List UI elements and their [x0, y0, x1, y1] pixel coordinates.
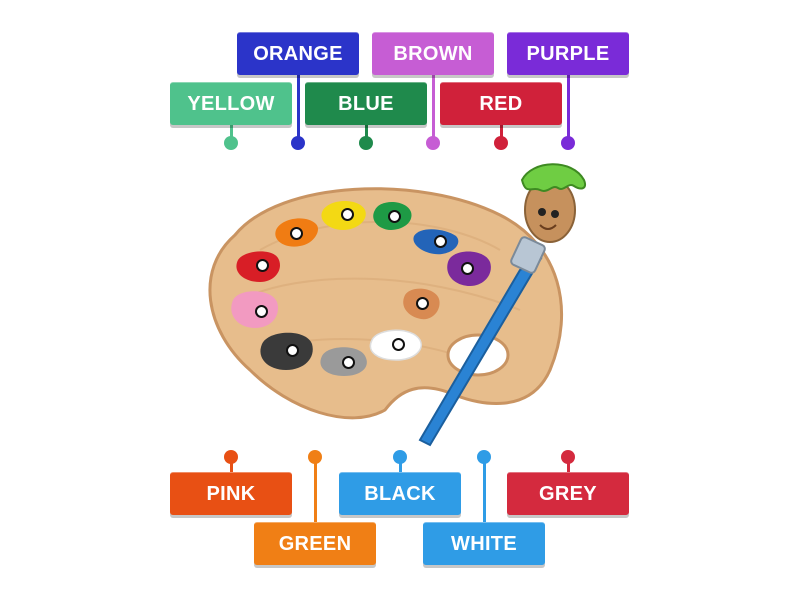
label-pin[interactable] — [477, 450, 491, 464]
label-stem — [230, 457, 233, 472]
label-pin[interactable] — [561, 450, 575, 464]
label-orange[interactable]: ORANGE — [237, 32, 359, 75]
label-pin[interactable] — [426, 136, 440, 150]
label-pin[interactable] — [393, 450, 407, 464]
label-blue[interactable]: BLUE — [305, 82, 427, 125]
label-stem — [297, 75, 300, 143]
label-pink[interactable]: PINK — [170, 472, 292, 515]
drop-target-dot[interactable] — [290, 227, 303, 240]
label-green[interactable]: GREEN — [254, 522, 376, 565]
drop-target-dot[interactable] — [286, 344, 299, 357]
label-stem — [432, 75, 435, 143]
label-purple[interactable]: PURPLE — [507, 32, 629, 75]
label-stem — [314, 457, 317, 522]
paint-blob-pink — [231, 291, 279, 328]
drop-target-dot[interactable] — [416, 297, 429, 310]
label-stem — [567, 75, 570, 143]
label-pin[interactable] — [494, 136, 508, 150]
label-stem — [567, 457, 570, 472]
label-pin[interactable] — [561, 136, 575, 150]
drop-target-dot[interactable] — [256, 259, 269, 272]
drop-target-dot[interactable] — [434, 235, 447, 248]
label-pin[interactable] — [308, 450, 322, 464]
label-white[interactable]: WHITE — [423, 522, 545, 565]
paintbrush — [418, 163, 586, 447]
label-pin[interactable] — [224, 450, 238, 464]
label-stem — [230, 125, 233, 143]
label-stem — [399, 457, 402, 472]
label-stem — [500, 125, 503, 143]
drop-target-dot[interactable] — [255, 305, 268, 318]
label-stem — [483, 457, 486, 522]
label-pin[interactable] — [224, 136, 238, 150]
label-red[interactable]: RED — [440, 82, 562, 125]
label-stem — [365, 125, 368, 143]
drop-target-dot[interactable] — [341, 208, 354, 221]
label-brown[interactable]: BROWN — [372, 32, 494, 75]
label-black[interactable]: BLACK — [339, 472, 461, 515]
label-pin[interactable] — [359, 136, 373, 150]
label-yellow[interactable]: YELLOW — [170, 82, 292, 125]
drop-target-dot[interactable] — [392, 338, 405, 351]
label-pin[interactable] — [291, 136, 305, 150]
drop-target-dot[interactable] — [461, 262, 474, 275]
label-grey[interactable]: GREY — [507, 472, 629, 515]
drop-target-dot[interactable] — [388, 210, 401, 223]
drop-target-dot[interactable] — [342, 356, 355, 369]
